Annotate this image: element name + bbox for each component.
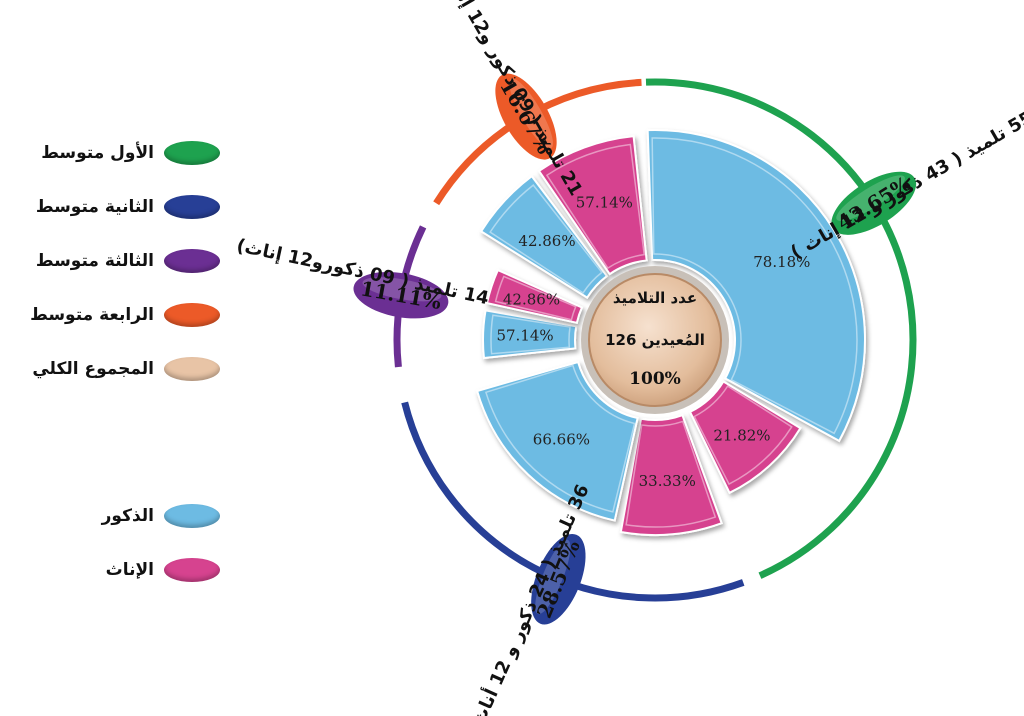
level-share-badge-gloss bbox=[836, 175, 905, 222]
slice-1-females-bevel bbox=[693, 385, 793, 486]
level-share-badge-shape bbox=[495, 73, 557, 160]
legend-gender-1: الذكور bbox=[30, 501, 220, 531]
slice-1-females-label: 21.82% bbox=[713, 426, 770, 444]
slice-2-females-bevel bbox=[625, 420, 717, 528]
slice-3-males-label: 57.14% bbox=[496, 327, 553, 345]
level-arc-1 bbox=[645, 78, 917, 579]
slice-4-females-label: 57.14% bbox=[576, 194, 633, 212]
legend-level-label: الثانية متوسط bbox=[35, 197, 154, 217]
slice-2-males-bevel bbox=[484, 364, 636, 513]
slice-1-males bbox=[646, 129, 866, 443]
level-share-badge-gloss bbox=[509, 78, 553, 149]
legend-gender-swatch bbox=[164, 558, 220, 582]
center-title-line2: المُعيدين 126 bbox=[605, 331, 705, 349]
level-share-badge-shape bbox=[531, 533, 586, 625]
legend-level-swatch bbox=[164, 357, 220, 381]
slice-3-males bbox=[482, 309, 578, 360]
legend-level-5: المجموع الكلي bbox=[30, 354, 220, 384]
legend-level-swatch bbox=[164, 249, 220, 273]
level-share-badge-gloss bbox=[535, 539, 571, 615]
slice-1-males-label: 78.18% bbox=[753, 253, 810, 271]
legend-level-swatch bbox=[164, 141, 220, 165]
slice-3-females bbox=[485, 268, 584, 325]
legend-gender-2: الإناث bbox=[30, 555, 220, 585]
legend-level-3: الثالثة متوسط bbox=[30, 246, 220, 276]
legend-gender-label: الذكور bbox=[101, 506, 154, 526]
legend-level-swatch bbox=[164, 303, 220, 327]
slice-2-females bbox=[619, 413, 723, 536]
legend-level-swatch bbox=[164, 195, 220, 219]
slice-1-females bbox=[688, 380, 802, 495]
legend-level-label: المجموع الكلي bbox=[32, 359, 154, 379]
legend-level-2: الثانية متوسط bbox=[30, 192, 220, 222]
level-arc-2 bbox=[401, 401, 745, 602]
legend-level-label: الثالثة متوسط bbox=[35, 251, 154, 271]
center-total-percent: 100% bbox=[629, 369, 681, 389]
slice-3-males-bevel bbox=[490, 314, 571, 355]
level-share-badge-shape bbox=[831, 171, 917, 235]
level-caption-1: 55 تلميذ ( 43 ذكور و 12 إناث ) bbox=[787, 107, 1024, 263]
slice-4-females bbox=[537, 135, 648, 276]
legend-level-label: الرابعة متوسط bbox=[30, 305, 154, 325]
slice-4-males-label: 42.86% bbox=[518, 232, 575, 250]
slice-2-males-label: 66.66% bbox=[533, 430, 590, 448]
slice-4-males-bevel bbox=[489, 184, 603, 294]
center-title-line1: عدد التلاميذ bbox=[613, 289, 697, 307]
level-share-badge-shape bbox=[353, 271, 449, 319]
legend-level-4: الرابعة متوسط bbox=[30, 300, 220, 330]
slice-4-females-bevel bbox=[545, 143, 646, 270]
legend-gender-label: الإناث bbox=[105, 560, 154, 580]
slice-2-females-label: 33.33% bbox=[639, 472, 696, 490]
legend-gender-swatch bbox=[164, 504, 220, 528]
level-share-badge-3: 11.11% bbox=[353, 271, 449, 319]
slice-4-males bbox=[479, 174, 609, 299]
legend-level-label: الأول متوسط bbox=[41, 143, 154, 163]
level-share-badge-gloss bbox=[362, 277, 442, 302]
slice-2-males bbox=[475, 360, 639, 522]
level-caption-2: 36 تلميذ ( 24 ذكور و 12 أناث ) bbox=[460, 481, 593, 716]
slice-3-females-label: 42.86% bbox=[503, 290, 560, 308]
legend-level-1: الأول متوسط bbox=[30, 138, 220, 168]
center-total-disc bbox=[588, 273, 722, 407]
slice-1-males-bevel bbox=[651, 137, 858, 435]
slice-3-females-bevel bbox=[494, 275, 577, 321]
